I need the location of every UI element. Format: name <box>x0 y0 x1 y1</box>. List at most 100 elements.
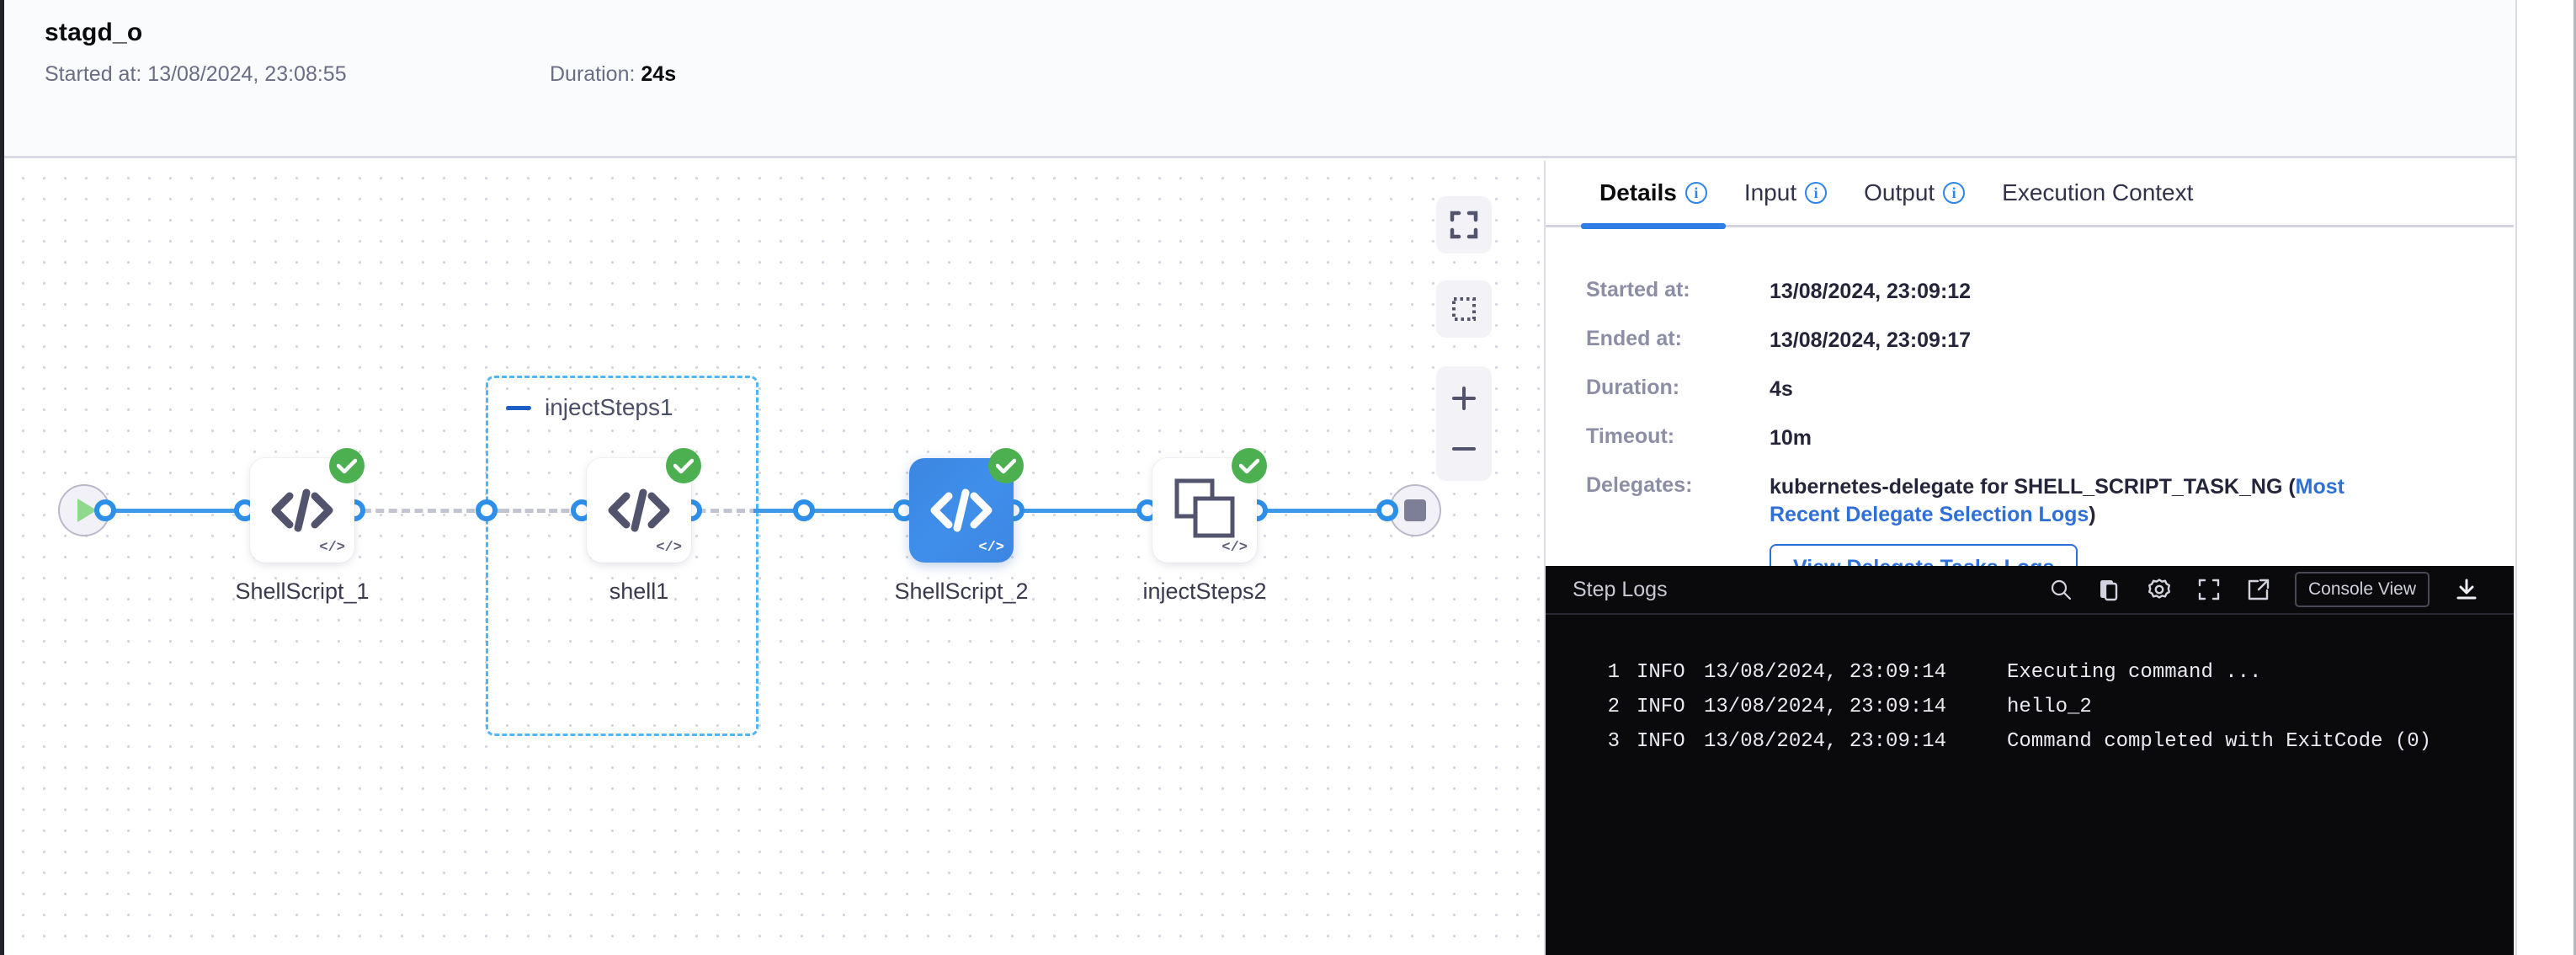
port-end-in[interactable] <box>1376 499 1398 521</box>
status-badge-success <box>329 448 365 483</box>
detail-row-started-at: Started at: 13/08/2024, 23:09:12 <box>1586 278 2514 306</box>
tab-execution-context-label: Execution Context <box>2002 179 2194 205</box>
delegate-name-text: kubernetes-delegate for SHELL_SCRIPT_TAS… <box>1770 475 2296 499</box>
stop-icon <box>1404 499 1426 521</box>
step-group-injectsteps1[interactable] <box>486 376 758 736</box>
port-start-out[interactable] <box>94 499 116 521</box>
zoom-controls[interactable] <box>1436 366 1492 481</box>
step-logs-output[interactable]: 1 INFO 13/08/2024, 23:09:14 Executing co… <box>1546 615 2514 955</box>
info-icon[interactable]: i <box>1685 182 1707 204</box>
code-icon <box>909 458 1014 563</box>
zoom-out-button[interactable] <box>1436 424 1492 474</box>
tab-output[interactable]: Output i <box>1845 160 1983 227</box>
info-icon[interactable]: i <box>1805 182 1828 204</box>
fit-to-screen-button[interactable] <box>1436 196 1492 253</box>
port-group-in[interactable] <box>476 499 498 521</box>
detail-row-ended-at: Ended at: 13/08/2024, 23:09:17 <box>1586 327 2514 355</box>
dashed-square-icon <box>1436 284 1492 334</box>
step-group-label: injectSteps1 <box>545 394 673 420</box>
code-icon <box>587 458 691 563</box>
copy-icon[interactable] <box>2098 578 2121 601</box>
tab-details[interactable]: Details i <box>1581 160 1726 229</box>
log-line-number: 2 <box>1607 696 1620 718</box>
code-corner-icon: </> <box>978 540 1004 556</box>
log-message: Command completed with ExitCode (0) <box>2007 730 2432 753</box>
page-scrollbar-gutter[interactable] <box>2515 0 2576 955</box>
detail-value-duration: 4s <box>1770 377 1793 401</box>
step-logs-title: Step Logs <box>1573 577 1668 601</box>
log-line: 2 INFO 13/08/2024, 23:09:14 hello_2 <box>1546 690 2514 724</box>
execution-header: stagd_o Started at: 13/08/2024, 23:08:55… <box>4 0 2515 158</box>
console-view-button[interactable]: Console View <box>2294 572 2430 607</box>
log-level: INFO <box>1637 730 1685 753</box>
left-rail <box>0 0 4 955</box>
expand-icon[interactable] <box>2197 578 2221 601</box>
detail-key-delegates: Delegates: <box>1586 473 1693 497</box>
edge-shellscript2-to-injectsteps2 <box>1010 509 1174 513</box>
detail-key-started-at: Started at: <box>1586 278 1690 301</box>
delegate-selection-logs-link[interactable]: Most Recent Delegate Selection Logs <box>1770 475 2344 526</box>
code-corner-icon: </> <box>656 540 682 556</box>
duration-label: Duration: 24s <box>550 62 676 87</box>
detail-row-timeout: Timeout: 10m <box>1586 424 2514 452</box>
detail-row-delegates: Delegates: kubernetes-delegate for SHELL… <box>1586 473 2514 566</box>
code-icon <box>250 458 354 563</box>
info-icon[interactable]: i <box>1943 182 1966 204</box>
pipeline-graph-canvas[interactable]: injectSteps1 <box>4 161 1546 955</box>
tab-output-label: Output <box>1864 179 1935 205</box>
search-icon[interactable] <box>2049 578 2073 601</box>
detail-value-started-at: 13/08/2024, 23:09:12 <box>1770 280 1972 303</box>
status-badge-success <box>666 448 701 483</box>
duration-text: Duration: <box>550 62 641 86</box>
group-squares-icon <box>1152 458 1257 563</box>
code-corner-icon: </> <box>319 540 345 556</box>
step-detail-panel: Details i Input i Output i Execution Con… <box>1546 161 2514 955</box>
status-badge-success <box>1232 448 1267 483</box>
duration-value: 24s <box>641 62 677 86</box>
edge-group-to-shellscript2 <box>753 509 905 513</box>
step-logs-actions: Console View <box>2049 572 2478 607</box>
node-label-shellscript1: ShellScript_1 <box>235 579 370 604</box>
end-node[interactable] <box>1389 484 1441 536</box>
log-line: 3 INFO 13/08/2024, 23:09:14 Command comp… <box>1546 724 2514 759</box>
log-timestamp: 13/08/2024, 23:09:14 <box>1704 730 1947 753</box>
marquee-select-button[interactable] <box>1436 280 1492 338</box>
edge-group-to-shell1 <box>501 509 593 513</box>
started-at-label: Started at: 13/08/2024, 23:08:55 <box>45 62 347 86</box>
detail-value-delegates: kubernetes-delegate for SHELL_SCRIPT_TAS… <box>1770 473 2409 529</box>
log-timestamp: 13/08/2024, 23:09:14 <box>1704 696 1947 718</box>
page-title: stagd_o <box>45 19 143 46</box>
body-split: injectSteps1 <box>4 161 2515 955</box>
zoom-in-button[interactable] <box>1436 373 1492 424</box>
status-badge-success <box>988 448 1024 483</box>
edge-injectsteps2-to-end <box>1237 509 1389 513</box>
detail-value-timeout: 10m <box>1770 426 1812 450</box>
detail-key-timeout: Timeout: <box>1586 424 1675 448</box>
view-delegate-tasks-logs-button[interactable]: View Delegate Tasks Logs <box>1770 544 2078 566</box>
node-label-injectsteps2: injectSteps2 <box>1142 579 1267 604</box>
minus-icon[interactable] <box>506 405 531 410</box>
node-shell1[interactable]: </> <box>587 448 701 563</box>
detail-key-duration: Duration: <box>1586 376 1680 399</box>
code-corner-icon: </> <box>1221 540 1248 556</box>
log-level: INFO <box>1637 696 1685 718</box>
port-group-out[interactable] <box>793 499 815 521</box>
node-shellscript2[interactable]: </> <box>909 448 1024 563</box>
detail-value-ended-at: 13/08/2024, 23:09:17 <box>1770 328 1972 352</box>
node-injectsteps2[interactable]: </> <box>1152 448 1267 563</box>
tab-execution-context[interactable]: Execution Context <box>1983 160 2211 227</box>
node-label-shellscript2: ShellScript_2 <box>894 579 1029 604</box>
log-message: Executing command ... <box>2007 661 2262 684</box>
detail-key-ended-at: Ended at: <box>1586 327 1682 350</box>
detail-row-duration: Duration: 4s <box>1586 376 2514 403</box>
download-icon[interactable] <box>2455 578 2478 601</box>
edge-shellscript1-to-group <box>272 509 501 513</box>
external-link-icon[interactable] <box>2246 578 2270 601</box>
tab-input[interactable]: Input i <box>1726 160 1845 227</box>
gear-icon[interactable] <box>2147 577 2172 602</box>
tab-details-label: Details <box>1599 179 1677 205</box>
node-shellscript1[interactable]: </> <box>250 448 365 563</box>
step-group-header[interactable]: injectSteps1 <box>506 394 673 421</box>
tab-input-label: Input <box>1743 179 1797 205</box>
